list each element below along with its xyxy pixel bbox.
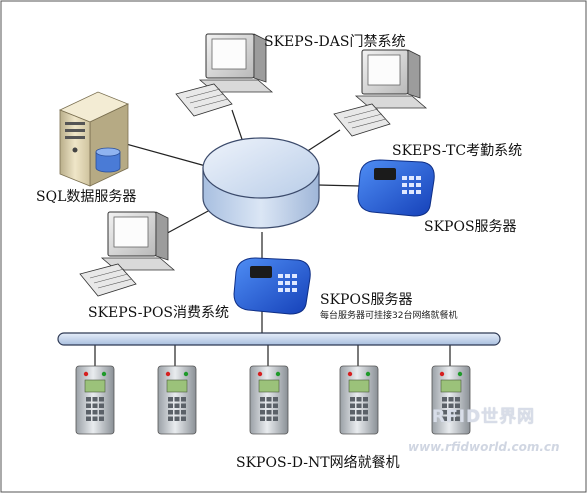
dining-terminals — [75, 365, 471, 435]
label-sql-server: SQL数据服务器 — [36, 189, 137, 205]
label-pos-server-center: SKPOS服务器 — [320, 292, 413, 308]
link-attendance — [305, 129, 341, 153]
keyboard-icon — [333, 103, 391, 137]
dining-terminal-icon — [157, 365, 197, 435]
keyboard-icon — [175, 83, 233, 117]
dining-terminal-icon — [249, 365, 289, 435]
pc-access-icon — [175, 33, 274, 117]
network-hub — [202, 137, 320, 229]
dining-terminal-icon — [75, 365, 115, 435]
dining-terminal-icon — [339, 365, 379, 435]
watermark-url: www.rfidworld.com.cn — [408, 440, 560, 454]
label-pos-system: SKEPS-POS消费系统 — [88, 305, 230, 321]
link-sql — [125, 143, 214, 169]
label-attendance: SKEPS-TC考勤系统 — [392, 143, 523, 159]
label-terminals: SKPOS-D-NT网络就餐机 — [236, 455, 400, 471]
pc-pos-system-icon — [79, 211, 176, 297]
pos-device-right-icon — [357, 159, 435, 217]
watermark-brand: RFID世界网 — [432, 407, 536, 427]
database-icon — [95, 147, 121, 173]
pos-device-center-icon — [233, 257, 311, 315]
pc-attendance-icon — [333, 49, 428, 137]
keyboard-icon — [79, 263, 137, 297]
label-pos-server-note: 每台服务器可挂接32台网络就餐机 — [320, 311, 458, 321]
link-pos-right — [317, 184, 361, 187]
label-pos-server-right: SKPOS服务器 — [424, 219, 517, 235]
label-access-control: SKEPS-DAS门禁系统 — [264, 34, 406, 50]
sql-server-icon — [59, 91, 129, 187]
network-bus — [57, 332, 501, 346]
dining-terminal-icon — [431, 365, 471, 435]
